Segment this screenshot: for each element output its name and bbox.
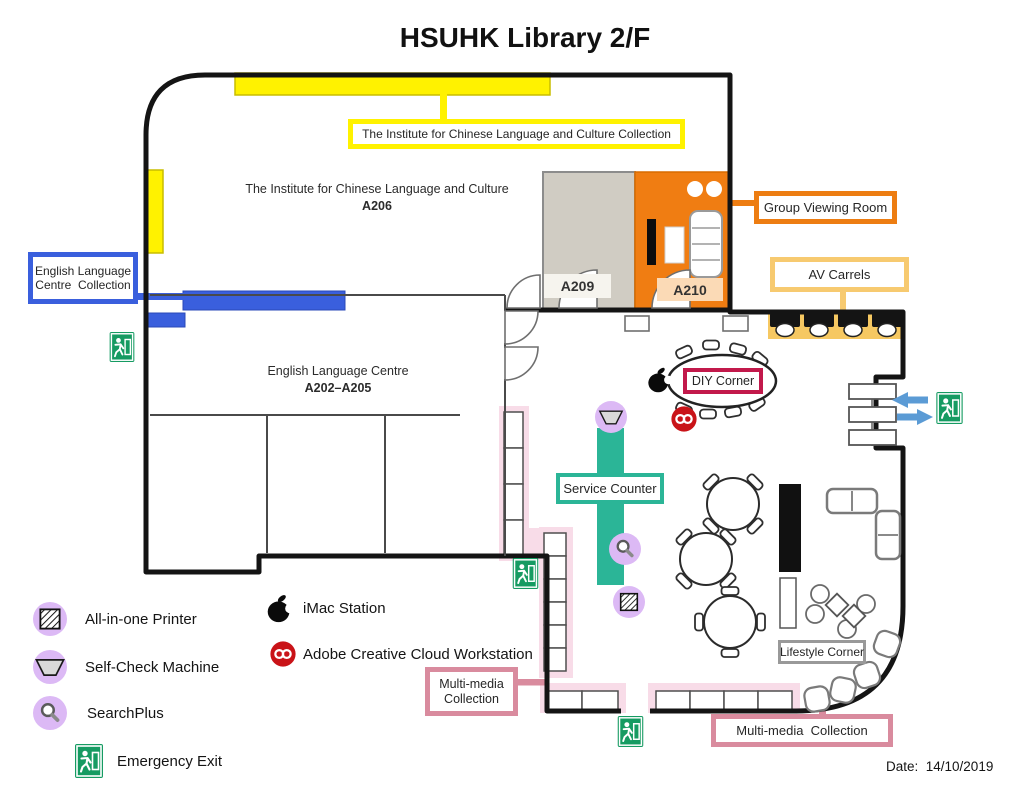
legend-searchplus-label: SearchPlus bbox=[87, 705, 164, 722]
adobe-cc-icon bbox=[670, 405, 698, 433]
entry-exit-arrows bbox=[892, 392, 933, 425]
room-text-elc: English Language Centre A202–A205 bbox=[238, 363, 438, 397]
selfcheck-icon bbox=[595, 401, 627, 433]
legend-searchplus-icon bbox=[33, 696, 67, 730]
label-diy-corner: DIY Corner bbox=[683, 368, 763, 394]
label-group-viewing-room: Group Viewing Room bbox=[754, 191, 897, 224]
legend-printer-label: All-in-one Printer bbox=[85, 611, 197, 628]
printer-icon bbox=[613, 586, 645, 618]
label-iclc-collection: The Institute for Chinese Language and C… bbox=[348, 119, 685, 149]
bean-bags bbox=[803, 629, 902, 713]
room-iclc-number: A206 bbox=[362, 198, 392, 213]
label-multimedia-left-line2: Collection bbox=[444, 691, 499, 706]
label-lifestyle-corner: Lifestyle Corner bbox=[778, 640, 866, 664]
label-elc-collection: English Language Centre Collection bbox=[28, 252, 138, 304]
legend-selfcheck-icon bbox=[33, 650, 67, 684]
lifestyle-corner-seating bbox=[805, 584, 876, 639]
av-carrels bbox=[768, 290, 905, 339]
room-elc-name: English Language Centre bbox=[267, 364, 409, 378]
pillar bbox=[779, 484, 801, 629]
multimedia-shelves bbox=[499, 406, 800, 713]
legend-apple-icon bbox=[267, 593, 294, 623]
room-chip-a209: A209 bbox=[544, 274, 611, 298]
elc-collection-shelves bbox=[136, 290, 346, 328]
lounge-sofas bbox=[825, 487, 902, 561]
room-chip-a210: A210 bbox=[657, 278, 723, 301]
room-iclc-name: The Institute for Chinese Language and C… bbox=[245, 182, 509, 196]
legend-exit-icon bbox=[75, 744, 103, 778]
legend-adobe-icon bbox=[269, 640, 297, 668]
date-label: Date: 14/10/2019 bbox=[886, 759, 994, 774]
label-multimedia-bottom: Multi-media Collection bbox=[711, 714, 893, 747]
legend-printer-icon bbox=[33, 602, 67, 636]
label-av-carrels: AV Carrels bbox=[770, 257, 909, 292]
room-elc-number: A202–A205 bbox=[304, 380, 372, 395]
label-service-counter: Service Counter bbox=[556, 473, 664, 504]
label-elc-collection-line2: Centre Collection bbox=[35, 278, 131, 292]
legend-imac-label: iMac Station bbox=[303, 600, 386, 617]
label-multimedia-left: Multi-media Collection bbox=[425, 667, 518, 716]
legend-selfcheck-label: Self-Check Machine bbox=[85, 659, 220, 676]
legend-exit-label: Emergency Exit bbox=[117, 753, 223, 770]
round-tables bbox=[675, 473, 766, 658]
label-multimedia-left-line1: Multi-media bbox=[439, 676, 504, 691]
label-elc-collection-line1: English Language bbox=[34, 263, 132, 278]
room-text-iclc: The Institute for Chinese Language and C… bbox=[227, 181, 527, 215]
searchplus-icon bbox=[609, 533, 641, 565]
entrance-gates bbox=[848, 383, 897, 446]
interior-walls bbox=[150, 294, 506, 556]
page-title: HSUHK Library 2/F bbox=[399, 22, 651, 53]
legend-adobe-label: Adobe Creative Cloud Workstation bbox=[303, 646, 533, 663]
iclc-collection-shelves bbox=[146, 72, 551, 254]
